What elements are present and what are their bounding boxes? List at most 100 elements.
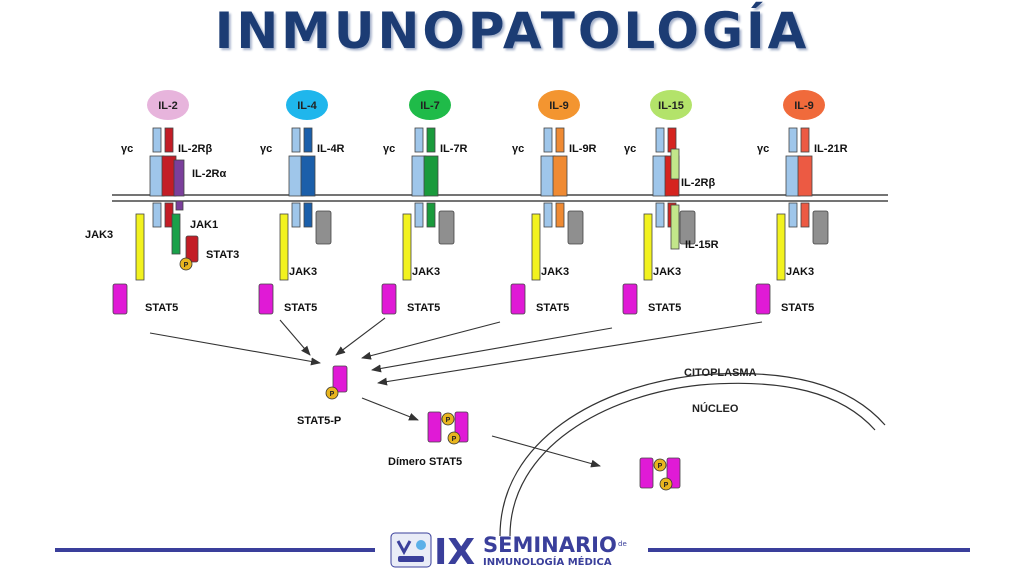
yc-chain-bottom-3 [543, 202, 553, 228]
stat5-label-5: STAT5 [781, 302, 814, 314]
yc-chain-top-4 [655, 127, 665, 153]
nuclear-dimer-block-left [639, 457, 654, 489]
jak-gray-block-1 [315, 210, 332, 245]
jak3-label-3: JAK3 [412, 266, 440, 278]
dimer-phosphate-bottom [447, 431, 461, 445]
receptor-chain-top-1 [303, 127, 313, 153]
jak3-label-2: JAK3 [289, 266, 317, 278]
yc-label-1: γc [260, 143, 272, 155]
stat5-p-label: STAT5-P [297, 415, 341, 427]
stat3-label: STAT3 [206, 249, 239, 261]
stat5-label-3: STAT5 [536, 302, 569, 314]
dimer-block-left [427, 411, 442, 443]
receptor-chain-top-2 [426, 127, 436, 153]
receptor-label-3: IL-9R [569, 143, 597, 155]
cytokine-pill-2 [409, 90, 451, 120]
dimer-label: Dímero STAT5 [388, 456, 462, 468]
yc-chain-bottom-0 [152, 202, 162, 228]
il2-extras: IL-2Rα JAK1 P STAT3 JAK3 [85, 159, 239, 271]
logo-numeral: IX [434, 532, 475, 573]
stat5-label-4: STAT5 [648, 302, 681, 314]
receptor-label-0: IL-2Rβ [178, 143, 213, 155]
receptor-chain-mid-5 [797, 155, 813, 197]
stat5-block-5 [755, 283, 771, 315]
il15r-label: IL-15R [685, 239, 719, 251]
logo-emblem-y [396, 540, 412, 556]
logo-seminario: SEMINARIO [483, 533, 617, 557]
footer-line-left [55, 548, 375, 552]
yc-label-0: γc [121, 143, 133, 155]
yc-label-2: γc [383, 143, 395, 155]
seminario-logo: IX SEMINARIO de INMUNOLOGÍA MÉDICA [390, 532, 627, 573]
stat3-phosphate-label: P [184, 262, 189, 269]
nuclear-envelope-inner [509, 382, 876, 537]
jak3-label-6: JAK3 [786, 266, 814, 278]
jak3-block-3 [531, 213, 541, 281]
yc-label-3: γc [512, 143, 524, 155]
receptor-chain-mid-2 [423, 155, 439, 197]
receptor-chain-mid-3 [552, 155, 568, 197]
stat3-phosphate [179, 257, 193, 271]
receptor-chain-bottom-3 [555, 202, 565, 228]
dimer-phosphate-bottom-label: P [452, 436, 457, 443]
convergence-arrows [149, 317, 763, 386]
stat5-p-phosphate [325, 386, 339, 400]
jak-gray-block-4 [679, 210, 696, 245]
jak3-label-5: JAK3 [653, 266, 681, 278]
receptor-chain-bottom-2 [426, 202, 436, 228]
arrow-from-stat5-il21 [377, 321, 763, 386]
stat5-label-1: STAT5 [284, 302, 317, 314]
jak3-label-4: JAK3 [541, 266, 569, 278]
yc-label-5: γc [757, 143, 769, 155]
il2ra-label: IL-2Rα [192, 168, 227, 180]
receptor-label-5: IL-21R [814, 143, 848, 155]
yc-chain-bottom-5 [788, 202, 798, 228]
cytokine-pill-4 [650, 90, 692, 120]
receptor-chain-top-5 [800, 127, 810, 153]
jak-gray-block-3 [567, 210, 584, 245]
receptor-chain-top-4 [667, 127, 677, 153]
receptor-chain-bottom-5 [800, 202, 810, 228]
receptor-chain-bottom-1 [303, 202, 313, 228]
arrow-to-dimer [361, 397, 419, 421]
cytokine-pill-0 [147, 90, 189, 120]
arrow-from-stat5-il15 [371, 327, 613, 373]
cytokine-pill-5 [783, 90, 825, 120]
cytokine-label-0: IL-2 [158, 100, 178, 112]
yc-label-4: γc [624, 143, 636, 155]
yc-chain-top-2 [414, 127, 424, 153]
cytokine-label-5: IL-9 [794, 100, 814, 112]
jak-gray-block-5 [812, 210, 829, 245]
receptor-label-2: IL-7R [440, 143, 468, 155]
stat5-dimer: P P Dímero STAT5 [388, 411, 469, 468]
nucleo-label: NÚCLEO [692, 402, 739, 415]
jak3-block-5 [776, 213, 786, 281]
logo-de: de [618, 540, 627, 548]
logo-emblem-dot [416, 540, 426, 550]
il2ra-chain [173, 159, 185, 197]
jak1-label: JAK1 [190, 219, 218, 231]
stat5-block-0 [112, 283, 128, 315]
stat5-label-2: STAT5 [407, 302, 440, 314]
il15-extras: IL-15R [670, 148, 719, 251]
jak1-block [171, 213, 181, 255]
jak-gray-block-2 [438, 210, 455, 245]
nuclear-envelope-outer [499, 372, 886, 537]
jak3-block-1 [279, 213, 289, 281]
arrow-from-stat5-il9 [361, 321, 501, 360]
cytokine-label-4: IL-15 [658, 100, 684, 112]
page-title: INMUNOPATOLOGÍA [214, 2, 810, 60]
receptor-chain-mid-1 [300, 155, 316, 197]
citoplasma-label: CITOPLASMA [684, 367, 757, 379]
yc-chain-bottom-2 [414, 202, 424, 228]
stat5-block-4 [622, 283, 638, 315]
receptor-chain-top-3 [555, 127, 565, 153]
arrow-from-stat5-il2 [149, 332, 321, 366]
nuclear-dimer-phosphate-top [653, 458, 667, 472]
il2ra-tail [175, 200, 184, 211]
il15r-top-chain [670, 148, 680, 180]
dimer-phosphate-top-label: P [446, 417, 451, 424]
nuclear-dimer-phosphate-top-label: P [658, 463, 663, 470]
yc-chain-top-3 [543, 127, 553, 153]
